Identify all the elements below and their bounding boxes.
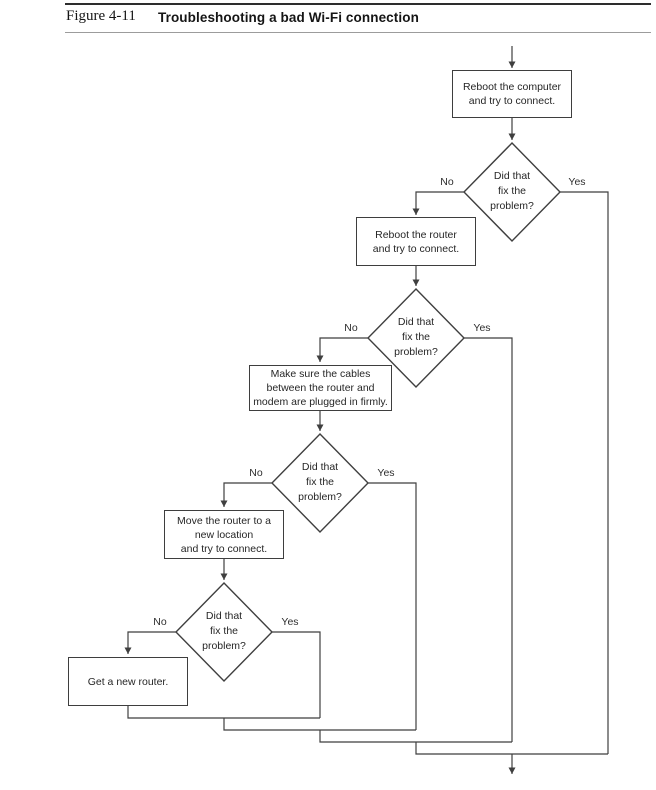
no-label-1: No <box>440 176 454 188</box>
edge-cascade-level1 <box>127 706 320 719</box>
edge-d3-yes <box>368 482 417 730</box>
no-label-4: No <box>153 616 167 628</box>
process-box-reboot-computer: Reboot the computer and try to connect. <box>452 70 572 118</box>
yes-label-4: Yes <box>281 616 299 628</box>
edge-cascade-level3 <box>319 730 512 743</box>
title-rule-bottom <box>65 32 651 33</box>
title-rule-top <box>65 3 651 5</box>
edge-cascade-level4 <box>415 742 608 755</box>
decision-label-4: Did that fix the problem? <box>202 610 246 652</box>
decision-label-2: Did that fix the problem? <box>394 316 438 358</box>
edge-cascade-level2 <box>223 718 416 731</box>
no-label-2: No <box>344 322 358 334</box>
decision-diamond-1 <box>463 141 561 243</box>
edge-d1-yes <box>560 191 609 754</box>
process-box-get-new-router: Get a new router. <box>68 657 188 706</box>
process-box-move-router: Move the router to a new location and tr… <box>164 510 284 559</box>
process-box-check-cables: Make sure the cables between the router … <box>249 365 392 411</box>
figure-label: Figure 4-11 <box>66 8 136 24</box>
figure-title: Troubleshooting a bad Wi-Fi connection <box>158 10 419 25</box>
edge-d4-no <box>124 631 176 654</box>
yes-label-1: Yes <box>568 176 586 188</box>
decision-diamond-4 <box>175 581 273 683</box>
edge-d4-yes <box>272 631 321 718</box>
yes-label-2: Yes <box>473 322 491 334</box>
edge-d3-no <box>220 482 272 507</box>
decision-diamond-2 <box>367 287 465 389</box>
edge-d1-no <box>412 191 464 215</box>
edge-d2-yes <box>464 337 513 742</box>
decision-label-1: Did that fix the problem? <box>490 170 534 212</box>
edge-d2-no <box>316 337 368 362</box>
no-label-3: No <box>249 467 263 479</box>
decision-label-3: Did that fix the problem? <box>298 461 342 503</box>
process-box-reboot-router: Reboot the router and try to connect. <box>356 217 476 266</box>
decision-diamond-3 <box>271 432 369 534</box>
yes-label-3: Yes <box>377 467 395 479</box>
